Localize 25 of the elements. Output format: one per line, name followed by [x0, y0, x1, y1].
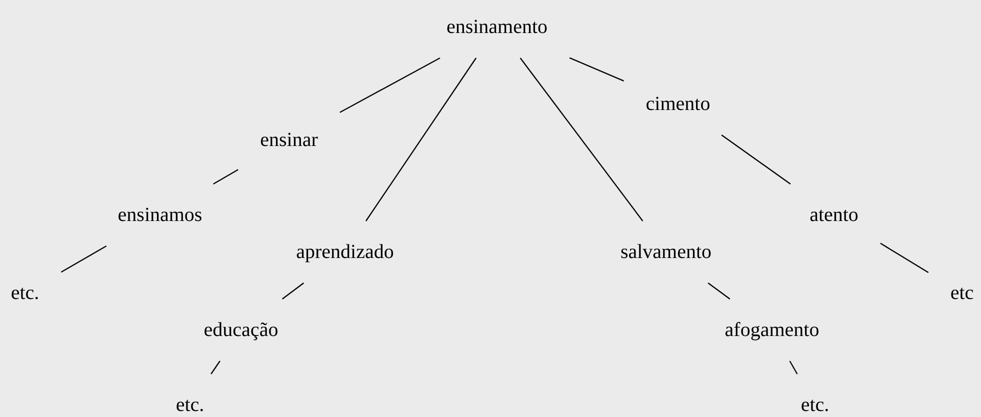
node-label: ensinamos: [118, 204, 202, 226]
node-label: salvamento: [620, 241, 712, 263]
connector-line: [340, 57, 440, 113]
node-label: etc.: [10, 282, 40, 304]
node-label: etc: [950, 282, 974, 304]
node-label: etc.: [800, 394, 830, 416]
connector-line: [721, 134, 791, 184]
connector-line: [60, 245, 107, 273]
node-label: aprendizado: [296, 241, 394, 263]
connector-line: [708, 282, 730, 300]
node-label: etc.: [176, 394, 204, 416]
connector-line: [789, 360, 798, 374]
connector-line: [880, 242, 929, 273]
node-label: afogamento: [724, 319, 820, 341]
connector-line: [210, 360, 220, 374]
node-label: ensinamento: [446, 16, 548, 38]
node-label: ensinar: [260, 129, 318, 151]
node-label: cimento: [646, 93, 710, 115]
connector-line: [365, 58, 477, 222]
connector-line: [520, 58, 644, 222]
connector-line: [569, 57, 624, 82]
connector-line: [213, 169, 238, 185]
connector-line: [282, 282, 304, 300]
node-label: atento: [810, 204, 858, 226]
node-label: educação: [204, 319, 278, 341]
